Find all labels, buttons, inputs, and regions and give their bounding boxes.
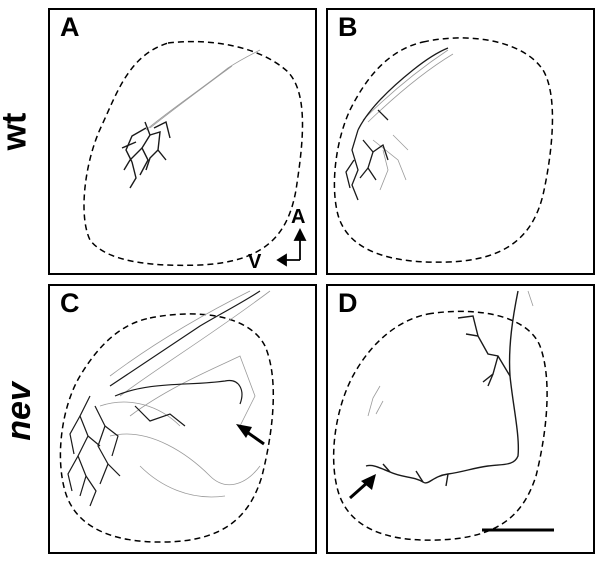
orientation-arrows-icon: A V	[248, 206, 307, 273]
panel-c-image	[59, 290, 275, 543]
row-label-nev: nev	[0, 382, 38, 441]
tectum-outline	[333, 37, 554, 263]
panel-d-image	[332, 290, 554, 541]
orientation-label-a: A	[291, 206, 305, 228]
row-label-wt: wt	[0, 112, 34, 151]
panel-b-image	[333, 37, 554, 263]
panel-b: B	[326, 8, 595, 275]
panel-letter-b: B	[338, 12, 358, 42]
panel-letter-c: C	[60, 288, 80, 318]
axon-arbor	[365, 290, 520, 487]
faint-axon	[99, 290, 271, 498]
arrow-icon	[349, 474, 376, 500]
panel-d: D	[326, 284, 595, 554]
axon-arbor	[345, 47, 449, 201]
panel-c: C	[48, 284, 317, 554]
arrow-icon	[236, 424, 265, 446]
panel-letter-a: A	[60, 12, 80, 42]
orientation-label-v: V	[248, 251, 262, 273]
tectum-outline	[59, 313, 275, 543]
faint-axon	[145, 49, 261, 131]
tectum-outline	[83, 40, 304, 267]
axon-arbor	[67, 290, 261, 507]
panel-a-image	[83, 40, 304, 267]
panel-letter-d: D	[338, 288, 358, 318]
tectum-outline	[332, 310, 548, 541]
axon-arbor	[121, 120, 171, 189]
faint-axon	[362, 49, 454, 191]
faint-axon	[367, 290, 534, 417]
panel-a: A A V	[48, 8, 317, 275]
